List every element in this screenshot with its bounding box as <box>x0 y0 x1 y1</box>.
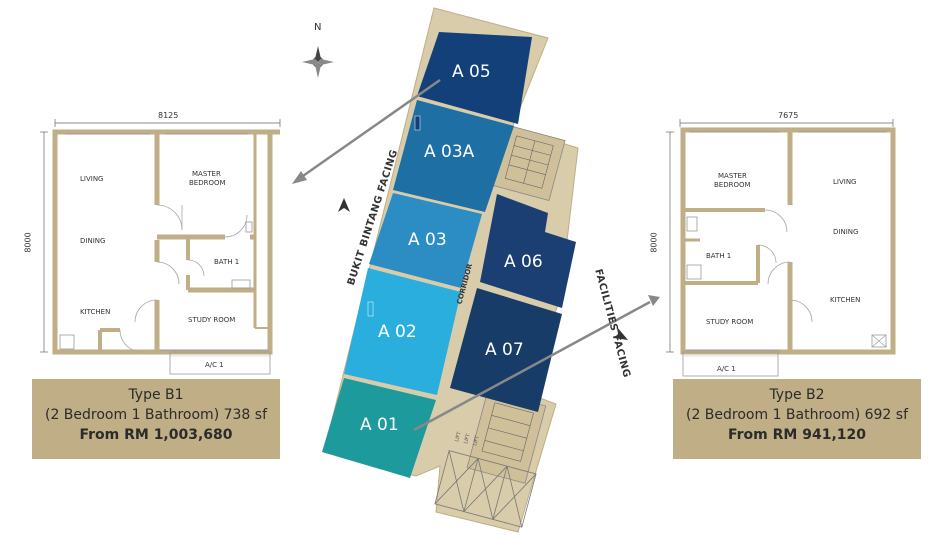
b2-bath-label: BATH 1 <box>706 252 732 260</box>
bukit-bintang-arrow-icon <box>338 198 350 212</box>
b1-ac-label: A/C 1 <box>205 361 224 369</box>
unit-a02 <box>344 268 461 395</box>
b1-height-dimension: 8000 <box>23 232 33 253</box>
b1-dining-label: DINING <box>80 237 106 245</box>
compass-north-label: N <box>314 22 322 33</box>
unit-a05 <box>417 32 532 124</box>
b2-dining-label: DINING <box>833 228 859 236</box>
b1-width-dimension: 8125 <box>158 111 179 120</box>
card-b1-price: From RM 1,003,680 <box>79 427 233 443</box>
svg-text:LIFT: LIFT <box>454 430 463 442</box>
b2-ac-label: A/C 1 <box>717 365 736 373</box>
card-type-b2: Type B2 (2 Bedroom 1 Bathroom) 692 sf Fr… <box>673 379 921 459</box>
unit-label-a02: A 02 <box>378 322 417 342</box>
svg-text:LIFT: LIFT <box>472 434 481 446</box>
floorplan-b2 <box>666 119 896 377</box>
card-b1-desc: (2 Bedroom 1 Bathroom) 738 sf <box>44 407 268 423</box>
card-b1-type: Type B1 <box>128 387 184 403</box>
unit-label-a06: A 06 <box>504 252 543 272</box>
unit-label-a07: A 07 <box>485 340 524 360</box>
floorplan-b1 <box>40 119 281 375</box>
compass-rose-icon <box>302 46 334 78</box>
svg-text:LIFT: LIFT <box>463 432 472 444</box>
connector-arrows <box>292 78 660 432</box>
b1-study-label: STUDY ROOM <box>188 316 236 324</box>
b2-master-label-2: BEDROOM <box>714 181 751 189</box>
unit-a01 <box>322 378 436 478</box>
unit-a06 <box>480 194 576 308</box>
b1-kitchen-label: KITCHEN <box>80 308 111 316</box>
b1-living-label: LIVING <box>80 175 104 183</box>
card-b2-desc: (2 Bedroom 1 Bathroom) 692 sf <box>685 407 909 423</box>
b2-living-label: LIVING <box>833 178 857 186</box>
card-type-b1: Type B1 (2 Bedroom 1 Bathroom) 738 sf Fr… <box>32 379 280 459</box>
b1-master-label-2: BEDROOM <box>189 179 226 187</box>
b1-master-label-1: MASTER <box>192 170 221 178</box>
b2-height-dimension: 8000 <box>649 232 659 253</box>
facilities-arrow-icon <box>614 327 628 340</box>
unit-label-a05: A 05 <box>452 62 491 82</box>
unit-label-a01: A 01 <box>360 415 399 435</box>
b2-kitchen-label: KITCHEN <box>830 296 861 304</box>
unit-a03a <box>393 100 514 212</box>
card-b2-price: From RM 941,120 <box>727 427 866 443</box>
card-b2-type: Type B2 <box>769 387 825 403</box>
b2-study-label: STUDY ROOM <box>706 318 754 326</box>
unit-a03 <box>369 193 482 288</box>
b1-bath-label: BATH 1 <box>214 258 240 266</box>
key-plan: LIFT LIFT LIFT <box>322 7 628 533</box>
unit-a07 <box>450 288 562 412</box>
unit-label-a03: A 03 <box>408 230 447 250</box>
b2-master-label-1: MASTER <box>718 172 747 180</box>
unit-label-a03a: A 03A <box>424 142 475 162</box>
b2-width-dimension: 7675 <box>778 111 799 120</box>
